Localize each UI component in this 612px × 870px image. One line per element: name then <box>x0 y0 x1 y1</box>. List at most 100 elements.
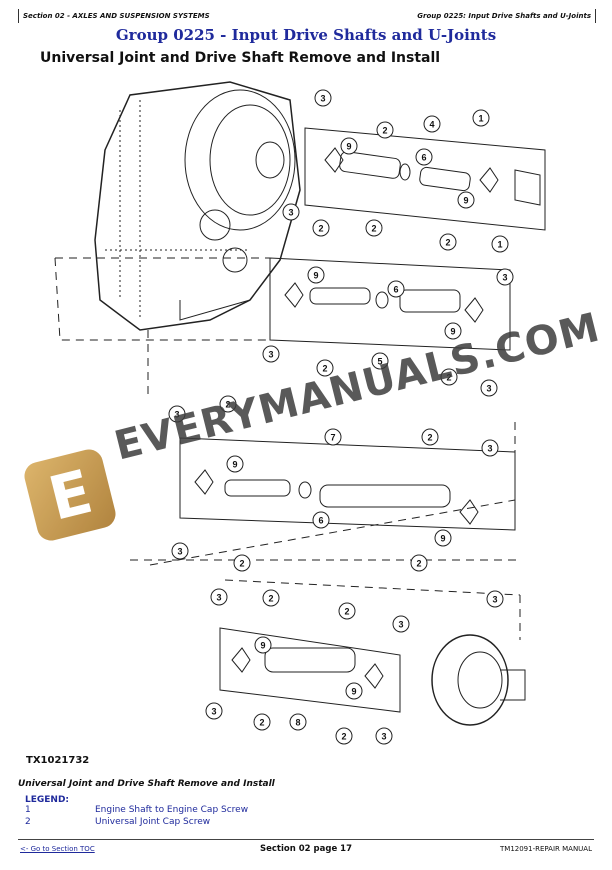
callout: 2 <box>316 359 334 377</box>
callout: 7 <box>324 428 342 446</box>
callout: 6 <box>387 280 405 298</box>
callout-circle <box>254 636 272 654</box>
callout-circle <box>439 233 457 251</box>
callout-circle <box>365 219 383 237</box>
axle-illustration <box>431 634 526 726</box>
callout-number: 2 <box>371 224 376 234</box>
callout: 3 <box>496 268 514 286</box>
callout: 2 <box>219 395 237 413</box>
callout: 3 <box>375 727 393 745</box>
callout-circle <box>345 682 363 700</box>
callout-circle <box>440 368 458 386</box>
callout-number: 2 <box>382 126 387 136</box>
page-title: Universal Joint and Drive Shaft Remove a… <box>40 50 441 66</box>
manual-id: TM12091-REPAIR MANUAL <box>500 845 592 853</box>
legend-number: 2 <box>25 817 31 827</box>
callout: 9 <box>226 455 244 473</box>
callout-circle <box>219 395 237 413</box>
callout-number: 1 <box>497 240 502 250</box>
callout-circle <box>480 379 498 397</box>
callout-circle <box>486 590 504 608</box>
callout-number: 2 <box>225 400 230 410</box>
callout-circle <box>481 439 499 457</box>
legend-text: Universal Joint Cap Screw <box>95 817 211 827</box>
callout-circle <box>496 268 514 286</box>
group-label: Group 0225: Input Drive Shafts and U-Joi… <box>417 12 591 20</box>
callout-number: 3 <box>177 547 182 557</box>
section-toc-link[interactable]: <- Go to Section TOC <box>20 845 95 853</box>
callout-circle <box>421 428 439 446</box>
callout-number: 9 <box>463 196 468 206</box>
callout: 2 <box>262 589 280 607</box>
callout-number: 2 <box>268 594 273 604</box>
callout-circle <box>410 554 428 572</box>
dashed-guide-lines <box>54 257 521 640</box>
section-label: Section 02 - AXLES AND SUSPENSION SYSTEM… <box>23 12 210 20</box>
callout: 2 <box>440 368 458 386</box>
callout-circle <box>226 455 244 473</box>
callout: 2 <box>253 713 271 731</box>
callout: 3 <box>205 702 223 720</box>
callout-number: 3 <box>174 410 179 420</box>
callout-number: 2 <box>427 433 432 443</box>
callout: 3 <box>168 405 186 423</box>
callout-number: 2 <box>259 718 264 728</box>
callout-circle <box>324 428 342 446</box>
callout-circle <box>457 191 475 209</box>
callout-number: 2 <box>416 559 421 569</box>
callout-number: 6 <box>318 516 323 526</box>
callout: 8 <box>289 713 307 731</box>
callout: 9 <box>457 191 475 209</box>
shaft-panel-4 <box>219 627 401 713</box>
callout: 2 <box>335 727 353 745</box>
callout: 5 <box>371 352 389 370</box>
callout: 2 <box>410 554 428 572</box>
callout-circle <box>289 713 307 731</box>
callout: 9 <box>345 682 363 700</box>
group-title: Group 0225 - Input Drive Shafts and U-Jo… <box>115 26 497 44</box>
callout-circle <box>423 115 441 133</box>
callout: 2 <box>338 602 356 620</box>
callout: 2 <box>233 554 251 572</box>
callout: 9 <box>340 137 358 155</box>
callout: 9 <box>254 636 272 654</box>
callout: 9 <box>307 266 325 284</box>
callout-number: 3 <box>381 732 386 742</box>
callout: 9 <box>444 322 462 340</box>
callout-number: 3 <box>268 350 273 360</box>
callout: 3 <box>481 439 499 457</box>
callout-circle <box>335 727 353 745</box>
callout-circle <box>282 203 300 221</box>
callout-number: 1 <box>478 114 483 124</box>
callout-number: 2 <box>318 224 323 234</box>
callout-number: 3 <box>288 208 293 218</box>
legend-item: 2 Universal Joint Cap Screw <box>25 817 248 829</box>
callout-circle <box>262 345 280 363</box>
page-header: Section 02 - AXLES AND SUSPENSION SYSTEM… <box>18 9 596 23</box>
callout-circle <box>262 589 280 607</box>
callout-number: 3 <box>398 620 403 630</box>
callout: 9 <box>434 529 452 547</box>
callout-circle <box>253 713 271 731</box>
callout-circle <box>338 602 356 620</box>
legend-text: Engine Shaft to Engine Cap Screw <box>95 805 249 815</box>
callout-circle <box>491 235 509 253</box>
callout-circle <box>171 542 189 560</box>
callout-number: 3 <box>211 707 216 717</box>
callout-number: 9 <box>260 641 265 651</box>
callout-circle <box>307 266 325 284</box>
callout: 2 <box>312 219 330 237</box>
callout: 2 <box>376 121 394 139</box>
callout-circle <box>375 727 393 745</box>
callout-circle <box>392 615 410 633</box>
callout-circle <box>312 511 330 529</box>
shaft-panel-1 <box>304 127 546 231</box>
transmission-illustration <box>94 81 301 331</box>
callout-number: 7 <box>330 433 335 443</box>
callout-circle <box>210 588 228 606</box>
callout-number: 2 <box>344 607 349 617</box>
callout: 6 <box>312 511 330 529</box>
callout-number: 8 <box>295 718 300 728</box>
